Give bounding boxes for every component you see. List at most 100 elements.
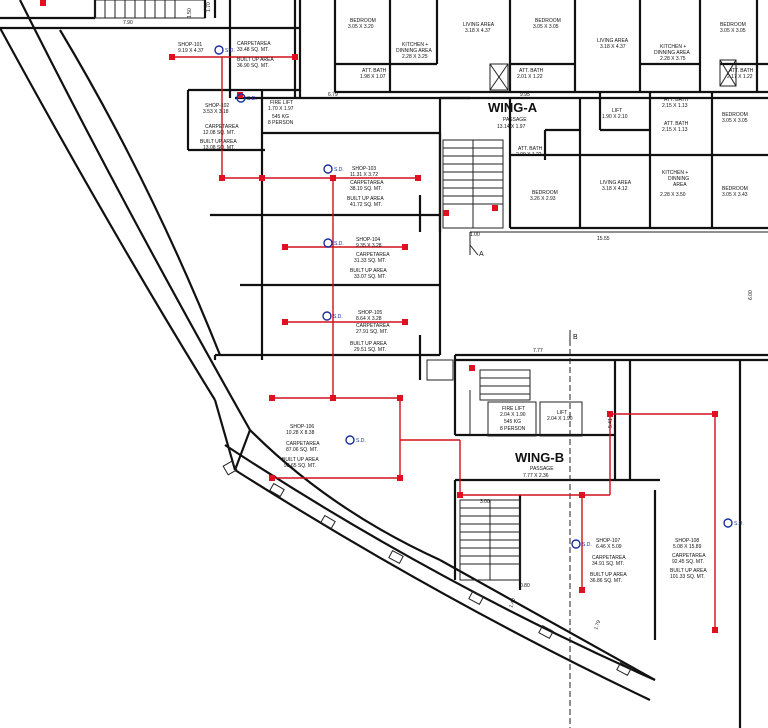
shop-104-label: SHOP-104 9.35 X 3.28 CARPETAREA 31.33 SQ… [350, 237, 390, 280]
sd-label: S.D. [356, 438, 366, 444]
wing-a-label: WING-A PASSAGE 13.14 X 1.97 [488, 100, 538, 130]
room-dim: 1.98 X 1.07 [360, 74, 386, 80]
shop-built-val: 93.65 SQ. MT. [284, 463, 316, 469]
shop-built: BUILT UP AREA [350, 268, 387, 274]
dim-text: 5.41 [608, 418, 614, 428]
room-name: KITCHEN + [660, 44, 686, 50]
shop-carpet-val: 34.91 SQ. MT. [592, 561, 624, 567]
wing-b-block [453, 232, 768, 728]
shop-name: SHOP-103 [352, 166, 376, 172]
room-name: BEDROOM [722, 186, 748, 192]
room-dim: 2.28 X 3.25 [402, 54, 428, 60]
room-name: LIFT [557, 410, 567, 416]
room-name: LIVING AREA [463, 22, 495, 28]
shop-carpet: CARPETAREA [286, 441, 320, 447]
dim-text: 7.90 [123, 20, 133, 26]
room-dim: 3.05 X 3.05 [533, 24, 559, 30]
room-dim: 3.18 X 4.12 [602, 186, 628, 192]
room-name: BEDROOM [720, 22, 746, 28]
dimension-labels: 6.79 9.95 15.55 6.00 7.77 3.00 0.80 1.40… [123, 2, 754, 631]
shop-dim: 5.08 X 15.89 [673, 544, 702, 550]
room-persons: 8 PERSON [500, 426, 526, 432]
room-name-2: DINNING AREA [654, 50, 691, 56]
shop-dim: 9.19 X 4.37 [178, 48, 204, 54]
measurement-lines [40, 0, 718, 633]
room-dim: 3.18 X 4.37 [600, 44, 626, 50]
dim-text: 1.50 [187, 8, 193, 18]
room-name: FIRE LIFT [502, 406, 525, 412]
room-name: BEDROOM [722, 112, 748, 118]
dim-text: 1.00 [470, 232, 480, 238]
shop-carpet: CARPETAREA [350, 180, 384, 186]
shop-built-val: 101.33 SQ. MT. [670, 574, 705, 580]
wing-a-block [235, 0, 768, 233]
room-cap: 545 KG [272, 114, 289, 120]
room-name-2: DINNING AREA [396, 48, 433, 54]
shop-106-label: SHOP-106 10.28 X 8.38 CARPETAREA 87.06 S… [282, 424, 320, 469]
wing-b-passage-dim: 7.77 X 2.36 [523, 473, 549, 479]
room-dim: 2.17 X 1.22 [727, 74, 753, 80]
shop-carpet-val: 38.10 SQ. MT. [350, 186, 382, 192]
shop-built-val: 36.86 SQ. MT. [590, 578, 622, 584]
room-name: BEDROOM [535, 18, 561, 24]
shop-carpet-val: 12.08 SQ. MT. [203, 130, 235, 136]
room-name: ATT. BATH [664, 97, 689, 103]
sd-label: S.D. [334, 241, 344, 247]
shop-name: SHOP-108 [675, 538, 699, 544]
shop-built: BUILT UP AREA [237, 57, 274, 63]
shop-dim: 11.31 X 3.72 [350, 172, 378, 178]
room-cap: 545 KG [504, 419, 521, 425]
shop-carpet: CARPETAREA [205, 124, 239, 130]
room-persons: 8 PERSON [268, 120, 294, 126]
shop-carpet-val: 33.48 SQ. MT. [237, 47, 269, 53]
room-dim: 2.09 X 1.22 [516, 152, 542, 158]
shop-built: BUILT UP AREA [590, 572, 627, 578]
shop-built: BUILT UP AREA [670, 568, 707, 574]
shop-built-val: 33.07 SQ. MT. [354, 274, 386, 280]
room-name: ATT. BATH [729, 68, 754, 74]
shop-108-label: SHOP-108 5.08 X 15.89 CARPETAREA 92.45 S… [670, 538, 707, 580]
room-dim: 2.04 X 1.90 [547, 416, 573, 422]
wing-b-label: WING-B PASSAGE 7.77 X 2.36 [515, 450, 564, 479]
room-dim: 2.28 X 3.75 [660, 56, 686, 62]
sd-label: S.D. [225, 48, 235, 54]
dim-text: 1.40 [508, 597, 517, 608]
room-dim: 3.05 X 3.43 [722, 192, 748, 198]
room-name: ATT. BATH [362, 68, 387, 74]
shop-carpet-val: 27.91 SQ. MT. [356, 329, 388, 335]
shop-name: SHOP-102 [205, 103, 229, 109]
shop-carpet-val: 87.06 SQ. MT. [286, 447, 318, 453]
shop-103-label: SHOP-103 11.31 X 3.72 CARPETAREA 38.10 S… [347, 166, 384, 208]
room-name: ATT. BATH [518, 146, 543, 152]
dim-text: 1.79 [593, 619, 602, 630]
shop-107-label: SHOP-107 6.46 X 5.09 CARPETAREA 34.91 SQ… [590, 538, 627, 584]
shop-name: SHOP-106 [290, 424, 314, 430]
shop-carpet-val: 92.45 SQ. MT. [672, 559, 704, 565]
shop-carpet: CARPETAREA [592, 555, 626, 561]
section-a-mark: A [479, 251, 484, 258]
dim-text: 3.00 [480, 499, 490, 505]
room-dim: 3.05 X 3.20 [348, 24, 374, 30]
shop-name: SHOP-101 [178, 42, 202, 48]
room-name: ATT. BATH [664, 121, 689, 127]
dim-text: 6.79 [328, 92, 338, 98]
room-name: LIVING AREA [597, 38, 629, 44]
shop-105-label: SHOP-105 8.64 X 3.28 CARPETAREA 27.91 SQ… [350, 310, 390, 353]
room-dim: 2.01 X 1.22 [517, 74, 543, 80]
shop-name: SHOP-107 [596, 538, 620, 544]
room-name: LIVING AREA [600, 180, 632, 186]
section-marks: A B [469, 244, 578, 345]
shop-built-val: 36.90 SQ. MT. [237, 63, 269, 69]
dim-text: 6.00 [748, 290, 754, 300]
shop-built-val: 29.51 SQ. MT. [354, 347, 386, 353]
shop-carpet: CARPETAREA [237, 41, 271, 47]
shop-carpet: CARPETAREA [356, 323, 390, 329]
sd-markers: S.D. S.D. S.D. S.D. S.D. S.D. S.D. S.D. [214, 45, 744, 549]
shop-built: BUILT UP AREA [282, 457, 319, 463]
sd-label: S.D. [334, 167, 344, 173]
shop-dim: 6.46 X 5.09 [596, 544, 622, 550]
room-dim: 3.18 X 4.37 [465, 28, 491, 34]
shop-carpet: CARPETAREA [356, 252, 390, 258]
wing-a-passage: PASSAGE [503, 117, 527, 123]
shop-carpet-val: 31.33 SQ. MT. [354, 258, 386, 264]
